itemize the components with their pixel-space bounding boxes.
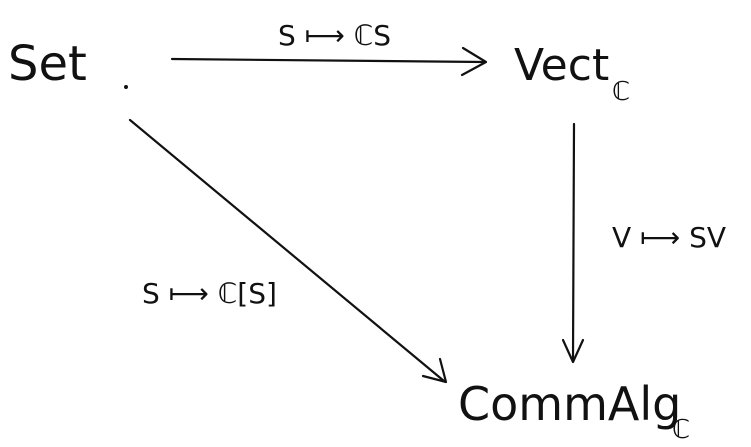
arrow-set-to-vect bbox=[170, 46, 488, 77]
node-vect: Vect bbox=[514, 40, 609, 91]
arrow-set-to-vect-head bbox=[460, 46, 488, 77]
node-vect-main: Vect bbox=[514, 40, 609, 91]
label-vect-to-commalg: V ⟼ SV bbox=[612, 221, 726, 254]
arrow-set-to-commalg-head bbox=[421, 357, 448, 384]
arrow-set-to-commalg-shaft bbox=[128, 118, 446, 383]
label-set-to-vect: S ⟼ ℂS bbox=[278, 19, 391, 52]
label-set-to-commalg: S ⟼ ℂ[S] bbox=[142, 277, 277, 310]
stray-dot bbox=[124, 85, 128, 89]
arrow-set-to-vect-shaft bbox=[170, 57, 486, 64]
node-commalg-subscript: ℂ bbox=[672, 415, 690, 445]
arrow-vect-to-commalg bbox=[561, 122, 585, 364]
node-commalg: CommAlg bbox=[458, 377, 681, 431]
arrow-set-to-commalg bbox=[128, 118, 448, 384]
arrow-vect-to-commalg-shaft bbox=[571, 122, 576, 362]
arrow-vect-to-commalg-head bbox=[561, 338, 585, 364]
node-set: Set bbox=[8, 36, 87, 92]
node-vect-subscript: ℂ bbox=[612, 77, 630, 107]
